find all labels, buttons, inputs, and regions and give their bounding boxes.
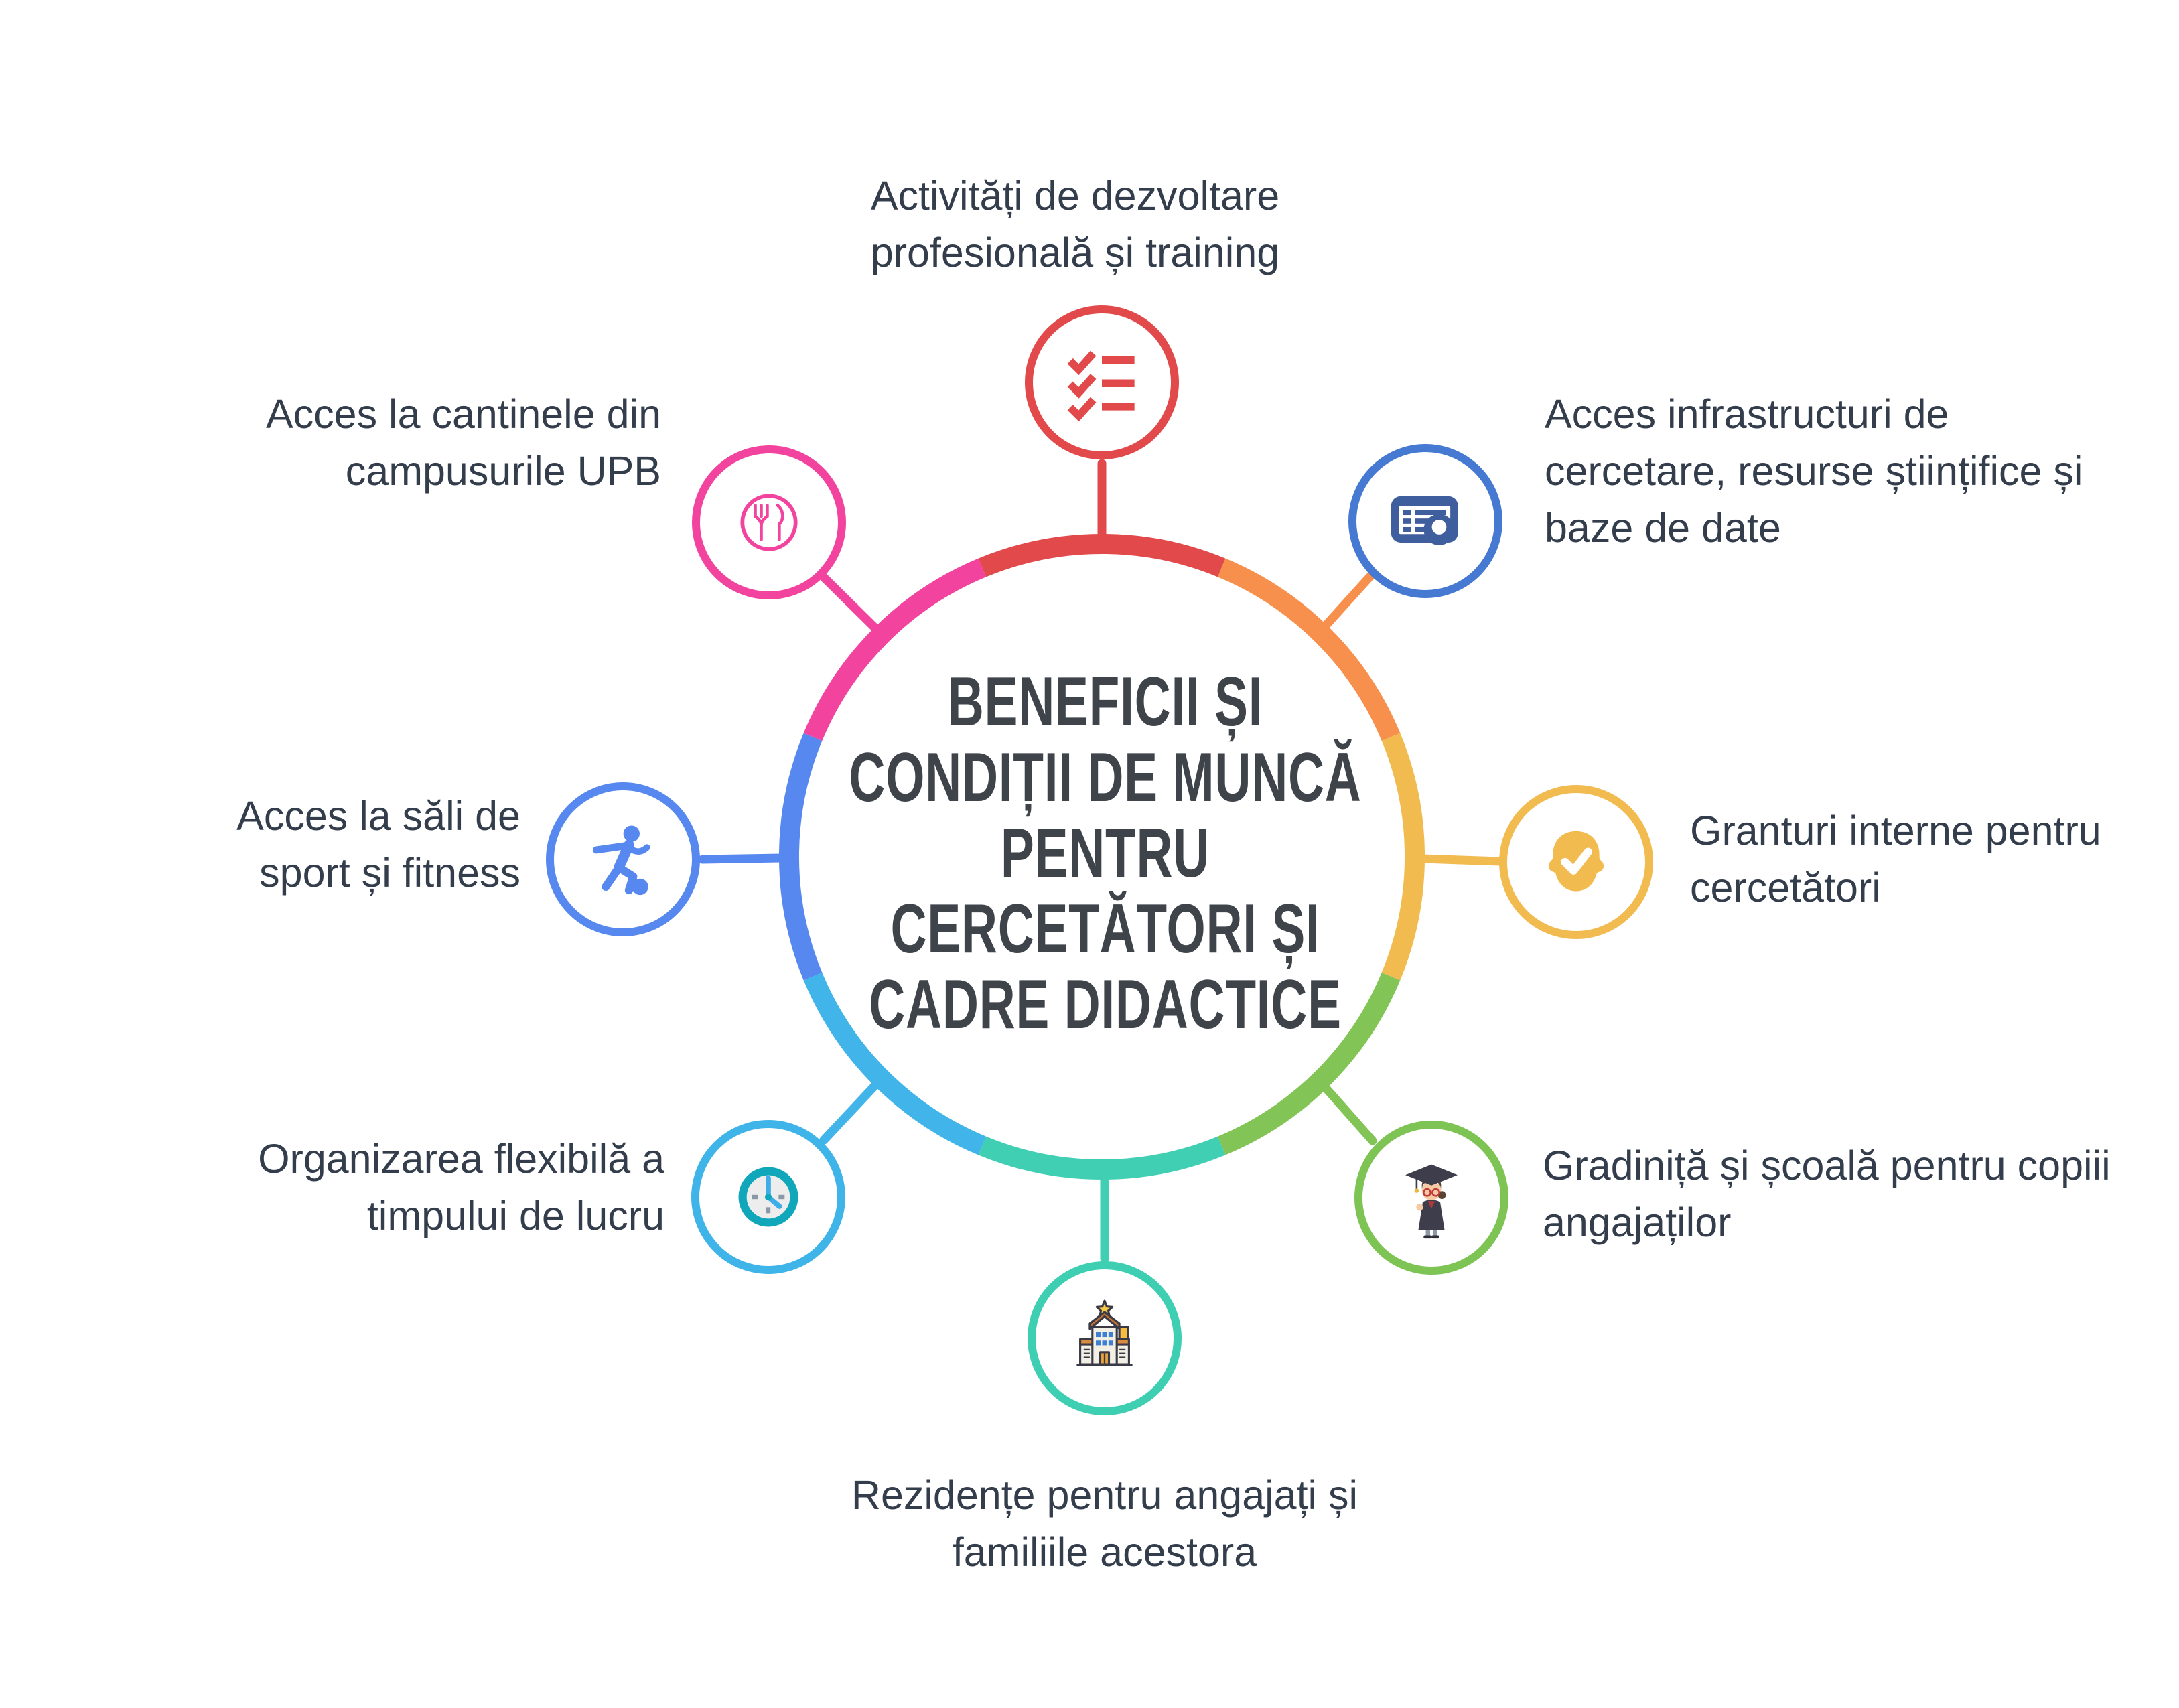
ring-segment-top-left bbox=[803, 558, 987, 741]
ring-segment-top bbox=[978, 534, 1226, 577]
cutlery-plate-icon bbox=[740, 494, 798, 551]
ring-segment-bottom-left bbox=[803, 972, 987, 1155]
ring-segment-right bbox=[1381, 733, 1425, 981]
satellite-training bbox=[1025, 305, 1179, 459]
connector-research-infrastructure bbox=[1321, 571, 1375, 630]
database-search-icon bbox=[1391, 496, 1458, 545]
ring-segment-bottom-right bbox=[1217, 972, 1401, 1155]
label-research-infrastructure: Acces infrastructuri de cercetare, resur… bbox=[1545, 391, 2083, 551]
satellite-residences bbox=[1028, 1261, 1182, 1415]
checklist-icon bbox=[1067, 350, 1135, 422]
satellite-research-infrastructure bbox=[1348, 444, 1502, 598]
label-canteens: Acces la cantinele din campusurile UPB bbox=[265, 391, 661, 494]
satellite-kindergarten-school bbox=[1354, 1121, 1508, 1275]
connector-sport-fitness bbox=[698, 853, 786, 864]
satellite-flexible-time bbox=[691, 1120, 845, 1274]
approved-researcher-icon bbox=[1548, 831, 1604, 892]
connector-canteens bbox=[820, 573, 879, 632]
ring-segment-top-right bbox=[1217, 558, 1401, 741]
football-player-icon bbox=[592, 825, 650, 896]
clock-icon bbox=[738, 1167, 798, 1227]
ring-segment-bottom bbox=[978, 1136, 1226, 1180]
connector-flexible-time bbox=[819, 1081, 880, 1145]
central-circle: BENEFICII ȘI CONDIȚII DE MUNCĂ PENTRU CE… bbox=[603, 664, 1608, 1043]
graduate-icon bbox=[1405, 1164, 1458, 1239]
label-kindergarten-school: Gradiniță și școală pentru copiii angaja… bbox=[1543, 1143, 2111, 1245]
satellite-canteens bbox=[692, 445, 846, 599]
residence-building-icon bbox=[1076, 1299, 1133, 1366]
label-sport-fitness: Acces la săli de sport și fitness bbox=[236, 793, 520, 896]
satellite-internal-grants bbox=[1499, 785, 1653, 939]
ring-segment-left bbox=[779, 733, 823, 981]
satellite-sport-fitness bbox=[546, 782, 700, 936]
label-internal-grants: Granturi interne pentru cercetători bbox=[1690, 808, 2101, 910]
label-flexible-time: Organizarea flexibilă a timpului de lucr… bbox=[258, 1136, 664, 1238]
connector-internal-grants bbox=[1418, 854, 1505, 866]
connector-kindergarten-school bbox=[1321, 1083, 1377, 1145]
label-training: Activități de dezvoltare profesională și… bbox=[870, 173, 1280, 275]
diagram-title: BENEFICII ȘI CONDIȚII DE MUNCĂ PENTRU CE… bbox=[849, 663, 1362, 1044]
label-residences: Rezidențe pentru angajați și familiile a… bbox=[851, 1472, 1358, 1575]
